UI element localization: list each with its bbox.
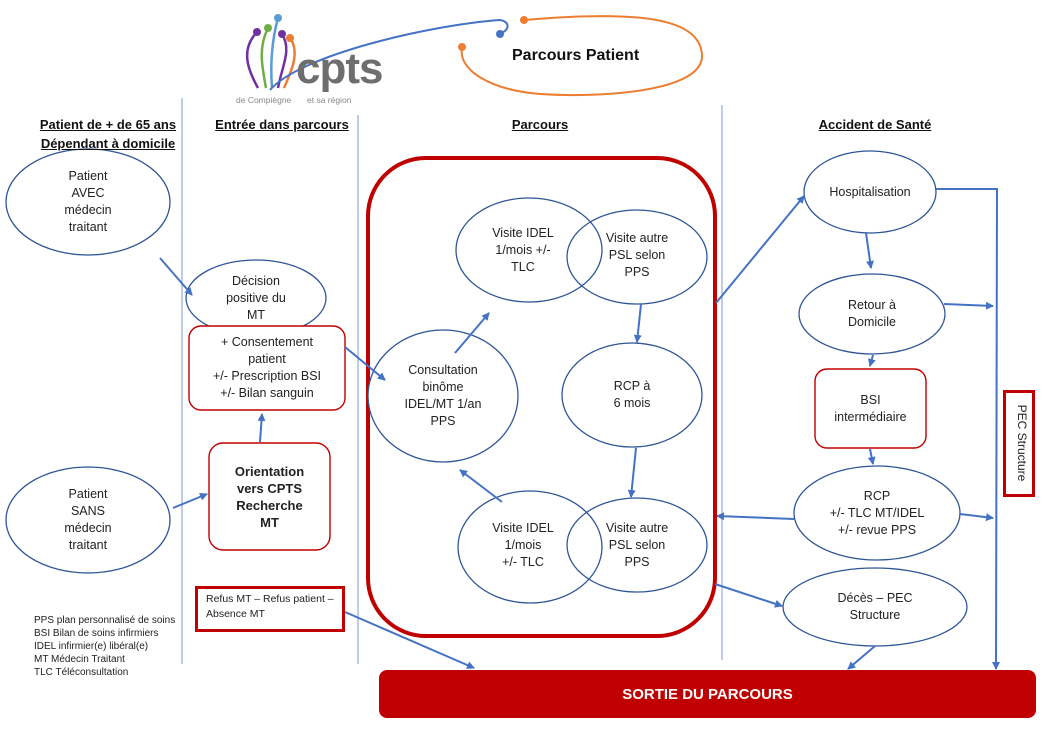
arrow-rcp-to-parcours xyxy=(716,512,795,521)
logo-subtitle-left: de Compiègne xyxy=(236,95,292,105)
node-rcp-tlc[interactable]: RCP +/- TLC MT/IDEL +/- revue PPS xyxy=(829,488,925,537)
legend-item: PPS plan personnalisé de soins xyxy=(34,615,176,626)
page-title: Parcours Patient xyxy=(512,47,640,64)
node-rcp-6mois[interactable]: RCP à 6 mois xyxy=(613,379,651,410)
cpts-logo-icon xyxy=(245,14,296,89)
arrow-consent-to-consult xyxy=(344,346,386,381)
abbreviation-legend: PPS plan personnalisé de soins BSI Bilan… xyxy=(34,614,175,679)
column-header-entree: Entrée dans parcours xyxy=(215,117,349,132)
node-patient-sans[interactable]: Patient SANS médecin traitant xyxy=(64,487,112,552)
arrow-avec-to-decision xyxy=(159,257,193,296)
legend-item: BSI Bilan de soins infirmiers xyxy=(34,628,159,639)
arrow-bsi-to-rcp xyxy=(867,448,876,465)
node-visite-idel-bottom[interactable]: Visite IDEL 1/mois +/- TLC xyxy=(492,520,554,569)
node-patient-avec[interactable]: Patient AVEC médecin traitant xyxy=(64,169,112,234)
node-consultation[interactable]: Consultation binôme IDEL/MT 1/an PPS xyxy=(404,363,482,428)
node-visite-idel-top[interactable]: Visite IDEL 1/mois +/- TLC xyxy=(492,225,554,274)
arrow-parcours-to-deces xyxy=(714,583,783,608)
sortie-parcours-bar[interactable]: SORTIE DU PARCOURS xyxy=(379,670,1036,718)
arrow-idel-bottom-to-consult xyxy=(459,469,503,503)
arrow-orientation-to-consent xyxy=(257,413,266,443)
arrow-hosp-to-retour xyxy=(865,232,874,269)
arrow-retour-to-bsi xyxy=(867,354,876,367)
arrow-rcp-to-vline xyxy=(959,513,994,522)
arrow-deces-to-sortie xyxy=(847,645,876,670)
arrow-rcp-to-psl-bottom xyxy=(627,447,637,498)
arrow-sans-to-orientation xyxy=(172,492,208,509)
node-refus[interactable]: Refus MT – Refus patient – Absence MT xyxy=(195,586,345,632)
node-visite-psl-bottom[interactable]: Visite autre PSL selon PPS xyxy=(605,520,669,569)
logo-wordmark: cpts xyxy=(296,44,383,93)
node-orientation[interactable]: Orientation vers CPTS Recherche MT xyxy=(234,463,305,530)
node-consentement[interactable]: + Consentement patient +/- Prescription … xyxy=(212,335,322,400)
node-pec-structure[interactable] xyxy=(1003,390,1035,497)
arrow-refus-to-sortie xyxy=(344,611,475,669)
column-header-parcours: Parcours xyxy=(511,117,569,132)
node-bsi[interactable]: BSI intermédiaire xyxy=(834,392,907,424)
node-decision[interactable]: Décision positive du MT xyxy=(226,273,286,322)
column-header-patient-line2: Dépendant à domicile xyxy=(40,136,176,151)
column-header-patient-line1: Patient de + de 65 ans xyxy=(39,117,177,132)
arrow-retour-to-vline xyxy=(943,301,994,310)
column-header-patient: Patient de + de 65 ans Dépendant à domic… xyxy=(28,115,188,153)
node-deces[interactable]: Décès – PEC Structure xyxy=(837,591,913,622)
arrow-consult-to-idel-top xyxy=(454,312,490,354)
logo-subtitle-right: et sa région xyxy=(307,95,352,105)
arrow-psl-top-to-rcp xyxy=(633,303,642,343)
node-visite-psl-top[interactable]: Visite autre PSL selon PPS xyxy=(605,230,669,279)
node-retour[interactable]: Retour à Domicile xyxy=(848,298,896,329)
legend-item: IDEL infirmier(e) libéral(e) xyxy=(34,641,149,652)
legend-item: MT Médecin Traitant xyxy=(34,654,125,665)
node-pec-structure-label: PEC Structure xyxy=(1015,404,1029,482)
column-header-accident: Accident de Santé xyxy=(818,117,932,132)
arrow-parcours-to-hosp xyxy=(715,195,805,304)
node-hospitalisation[interactable]: Hospitalisation xyxy=(829,184,911,199)
legend-item: TLC Téléconsultation xyxy=(34,667,129,678)
